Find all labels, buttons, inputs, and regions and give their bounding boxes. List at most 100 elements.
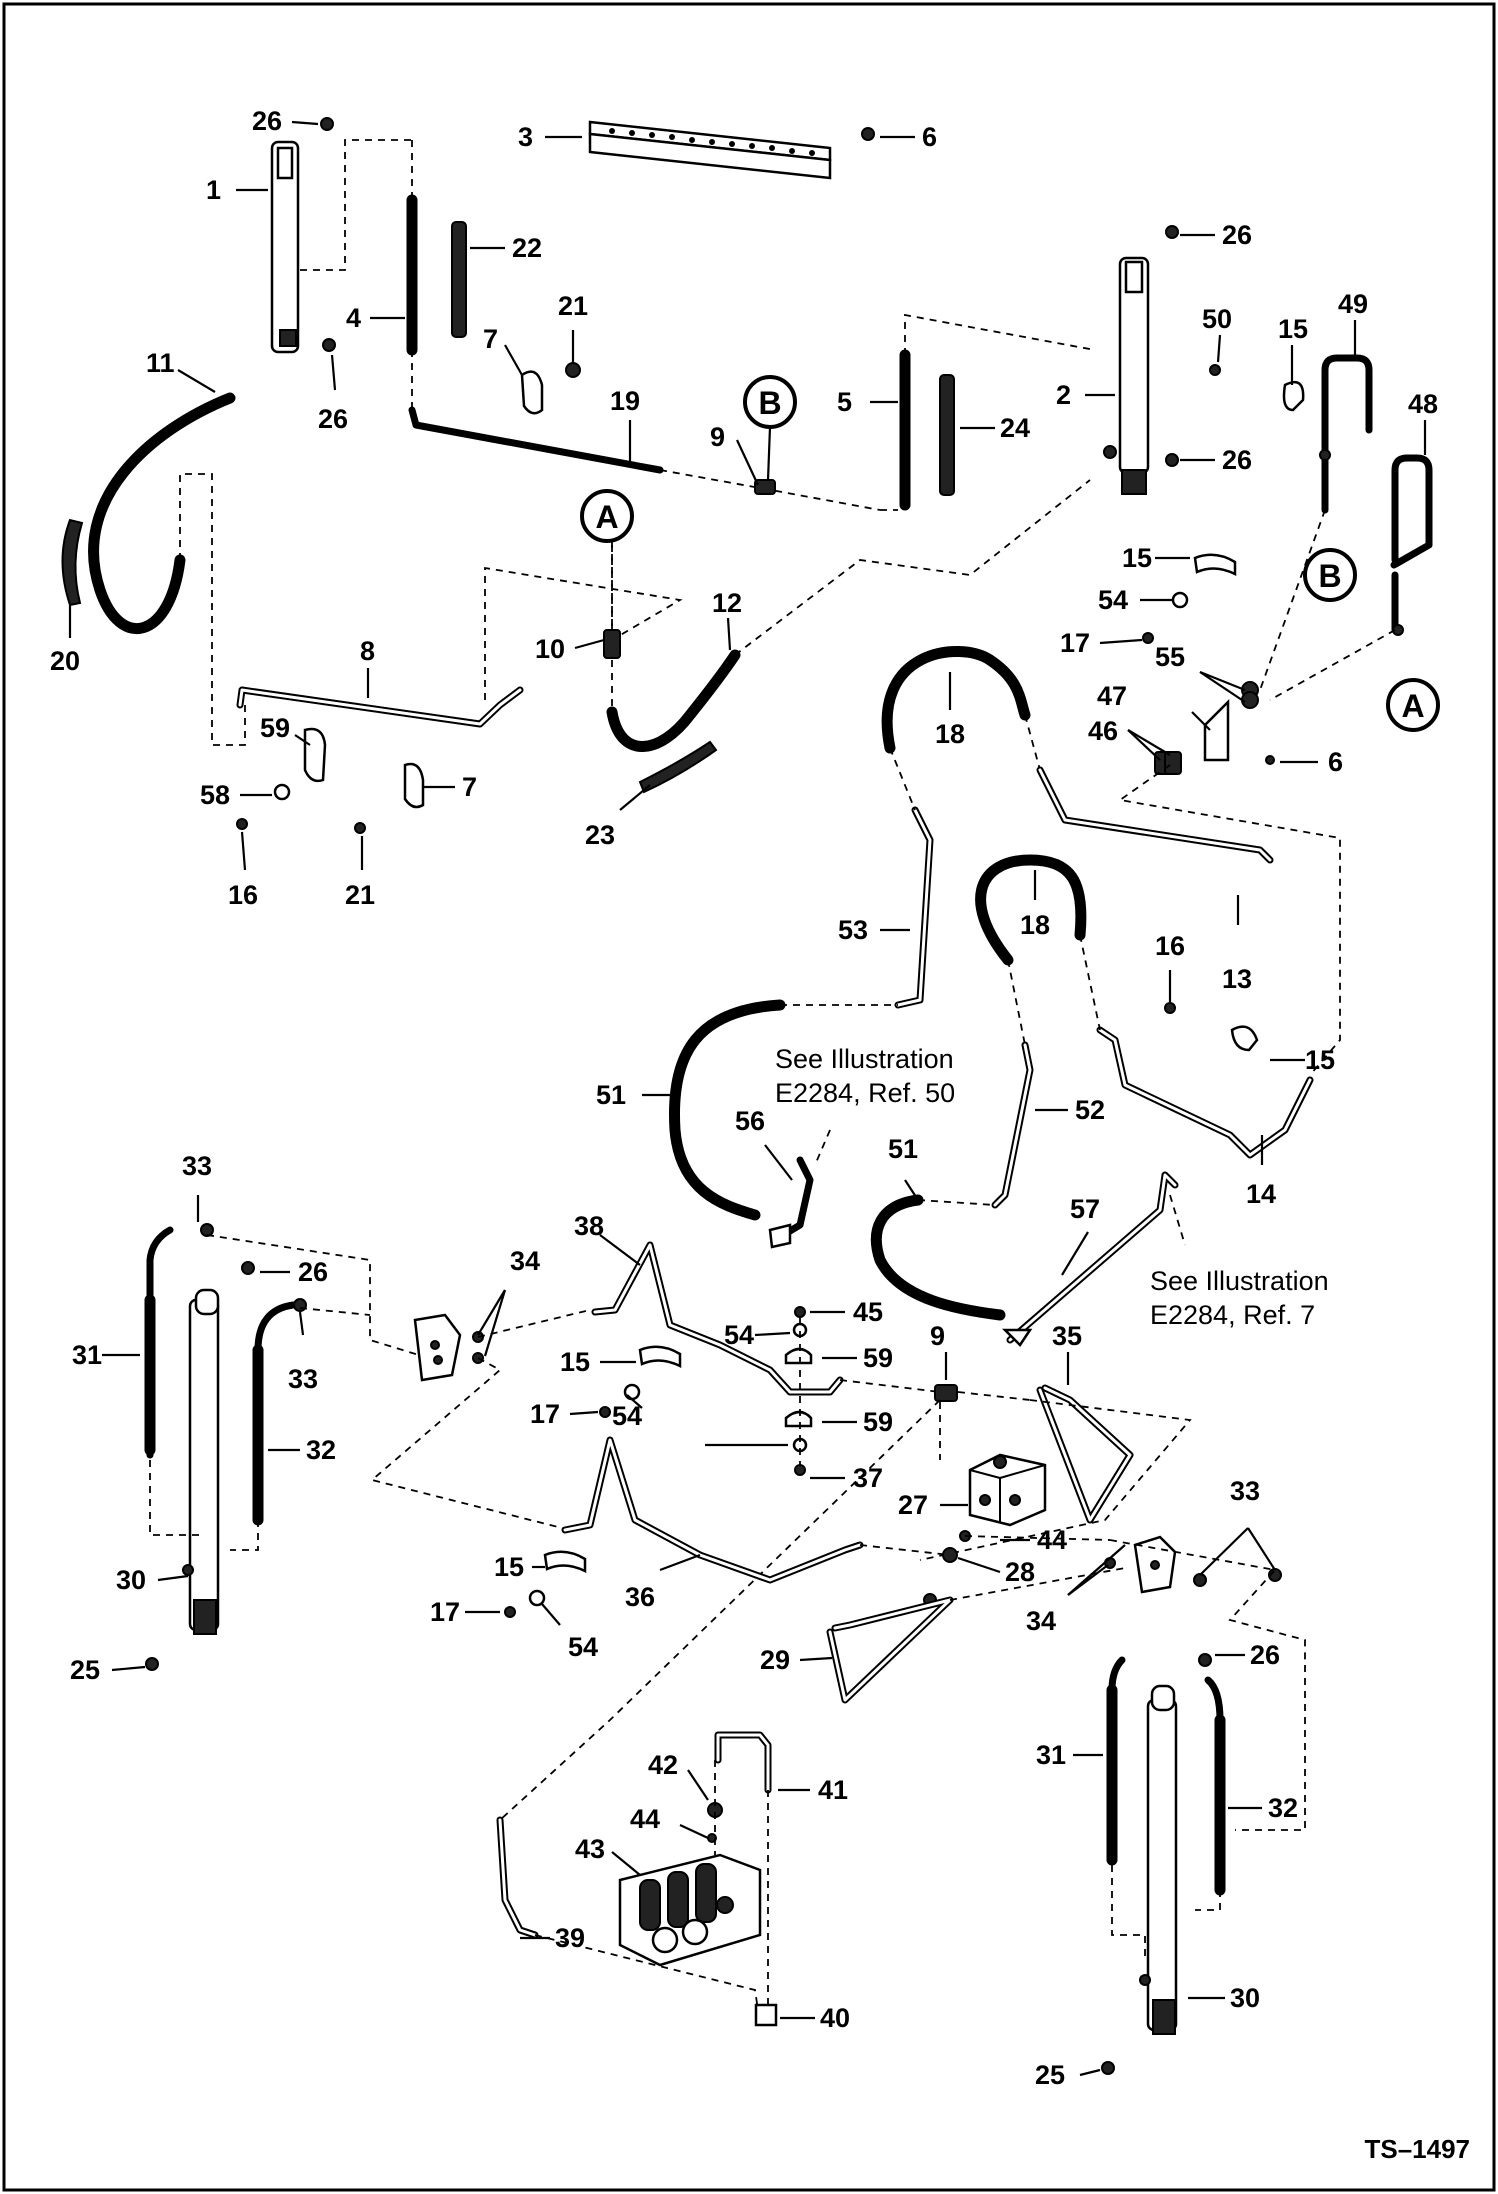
callout: 6 [922,122,937,152]
callout: 33 [288,1364,318,1394]
callout: 28 [1005,1557,1035,1587]
callout: 49 [1338,289,1368,319]
callout: 58 [200,780,230,810]
callout: 7 [462,772,477,802]
callout: 20 [50,646,80,676]
callout: 33 [1230,1476,1260,1506]
callout: 36 [625,1582,655,1612]
callout: 15 [1122,543,1152,573]
callout: 7 [483,324,498,354]
callout: 30 [116,1565,146,1595]
callout: 15 [560,1347,590,1377]
callout: 2 [1056,380,1071,410]
callout: 6 [1328,747,1343,777]
marker-a-top-label: A [595,499,618,535]
marker-a-top: A [580,489,634,543]
note-e2284-ref-50: See Illustration E2284, Ref. 50 [775,1044,955,1108]
callout: 55 [1155,642,1185,672]
callout: 34 [510,1246,540,1276]
part-cylinder-left [270,140,300,354]
callout: 30 [1230,1983,1260,2013]
callout: 23 [585,820,615,850]
callout: 9 [930,1321,945,1351]
callout: 46 [1088,716,1118,746]
note-1-line-2: E2284, Ref. 50 [775,1078,955,1108]
callout: 17 [430,1597,460,1627]
callout: 54 [568,1632,598,1662]
callout-numbers: 26 1 3 6 22 4 21 7 26 11 26 19 9 5 24 2 … [50,106,1438,2090]
callout: 18 [1020,910,1050,940]
callout: 18 [935,719,965,749]
callout: 44 [630,1804,660,1834]
callout: 13 [1222,964,1252,994]
callout: 9 [710,422,725,452]
callout: 31 [72,1340,102,1370]
callout: 51 [888,1134,918,1164]
marker-b-top: B [743,375,797,429]
callout: 24 [1000,413,1030,443]
callout: 37 [853,1463,883,1493]
callout: 10 [535,634,565,664]
callout: 31 [1036,1740,1066,1770]
callout: 29 [760,1645,790,1675]
callout: 48 [1408,389,1438,419]
callout: 4 [346,303,361,333]
callout: 47 [1097,681,1127,711]
part-control-valve [618,1853,762,1967]
marker-b-right: B [1303,548,1357,602]
marker-b-right-label: B [1318,558,1341,594]
callout: 32 [306,1435,336,1465]
part-valve-bar [588,120,832,180]
callout: 43 [575,1834,605,1864]
callout: 17 [1060,628,1090,658]
callout: 15 [1278,314,1308,344]
callout: 26 [1250,1640,1280,1670]
callout: 35 [1052,1321,1082,1351]
callout: 26 [318,404,348,434]
marker-a-right-label: A [1401,688,1424,724]
callout: 5 [837,387,852,417]
callout: 41 [818,1775,848,1805]
callout: 53 [838,915,868,945]
callout: 26 [252,106,282,136]
callout: 25 [70,1655,100,1685]
callout: 19 [610,386,640,416]
callout: 26 [1222,445,1252,475]
callout: 51 [596,1080,626,1110]
callout: 57 [1070,1194,1100,1224]
callout: 12 [712,588,742,618]
callout: 26 [1222,220,1252,250]
callout: 3 [518,122,533,152]
part-valve-block [968,1453,1047,1527]
callout: 54 [724,1320,754,1350]
callout: 34 [1026,1606,1056,1636]
callout: 50 [1202,304,1232,334]
callout: 59 [863,1343,893,1373]
callout: 33 [182,1151,212,1181]
callout: 40 [820,2003,850,2033]
note-e2284-ref-7: See Illustration E2284, Ref. 7 [1150,1266,1329,1330]
note-2-line-1: See Illustration [1150,1266,1329,1296]
callout: 17 [530,1399,560,1429]
callout: 39 [555,1923,585,1953]
callout: 45 [853,1297,883,1327]
callout: 25 [1035,2060,1065,2090]
callout: 56 [735,1106,765,1136]
callout: 44 [1037,1525,1067,1555]
callout: 54 [612,1401,642,1431]
callout: 11 [146,348,175,378]
drawing-code: TS–1497 [1364,2134,1470,2164]
callout: 32 [1268,1793,1298,1823]
callout-leaders [68,120,1427,2077]
callout: 21 [345,880,375,910]
callout: 59 [260,713,290,743]
callout: 26 [298,1257,328,1287]
callout: 8 [360,636,375,666]
callout: 15 [494,1552,524,1582]
part-cylinder-right-top [1118,256,1150,495]
callout: 42 [648,1750,678,1780]
note-1-line-1: See Illustration [775,1044,954,1074]
callout: 22 [512,233,542,263]
